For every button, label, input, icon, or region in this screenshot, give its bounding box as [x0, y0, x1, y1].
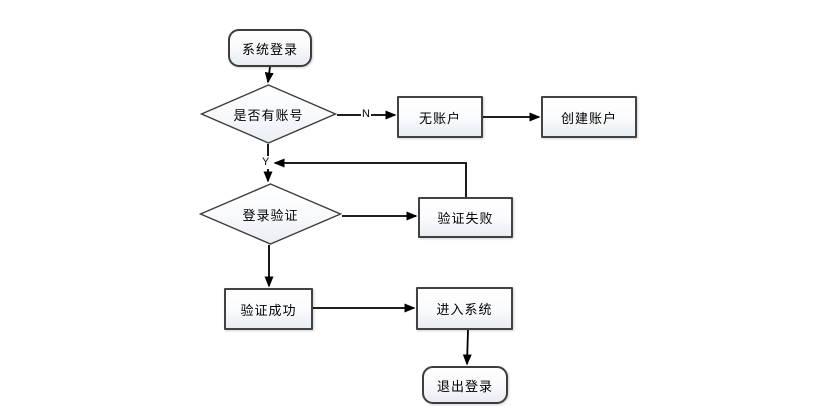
node-login-verify-label: 登录验证 [242, 207, 299, 223]
node-create-account-label: 创建账户 [560, 110, 617, 126]
node-has-account-label: 是否有账号 [233, 107, 304, 123]
node-logout: 退出登录 [422, 366, 508, 404]
decision-diamond-shape [199, 183, 342, 245]
node-start-label: 系统登录 [241, 41, 298, 57]
node-has-account: 是否有账号 [200, 84, 337, 144]
node-no-account-label: 无账户 [418, 110, 461, 126]
node-enter-system-label: 进入系统 [436, 302, 493, 317]
decision-diamond-shape [200, 84, 337, 144]
node-start: 系统登录 [228, 29, 312, 67]
edge-start-to-has-account [264, 66, 274, 84]
node-create-account: 创建账户 [541, 96, 637, 138]
branch-label-no: N [361, 108, 371, 121]
node-verify-success-label: 验证成功 [240, 302, 297, 318]
node-verify-success: 验证成功 [224, 288, 313, 330]
node-verify-fail-label: 验证失败 [437, 211, 494, 226]
branch-label-yes: Y [261, 156, 271, 169]
node-login-verify: 登录验证 [199, 183, 342, 245]
node-logout-label: 退出登录 [436, 378, 493, 394]
edge-verify-fail-loop-back [273, 158, 467, 197]
node-verify-fail: 验证失败 [418, 197, 513, 238]
node-enter-system: 进入系统 [416, 287, 513, 330]
node-no-account: 无账户 [397, 96, 483, 138]
edge-enter-system-to-logout [462, 329, 472, 366]
